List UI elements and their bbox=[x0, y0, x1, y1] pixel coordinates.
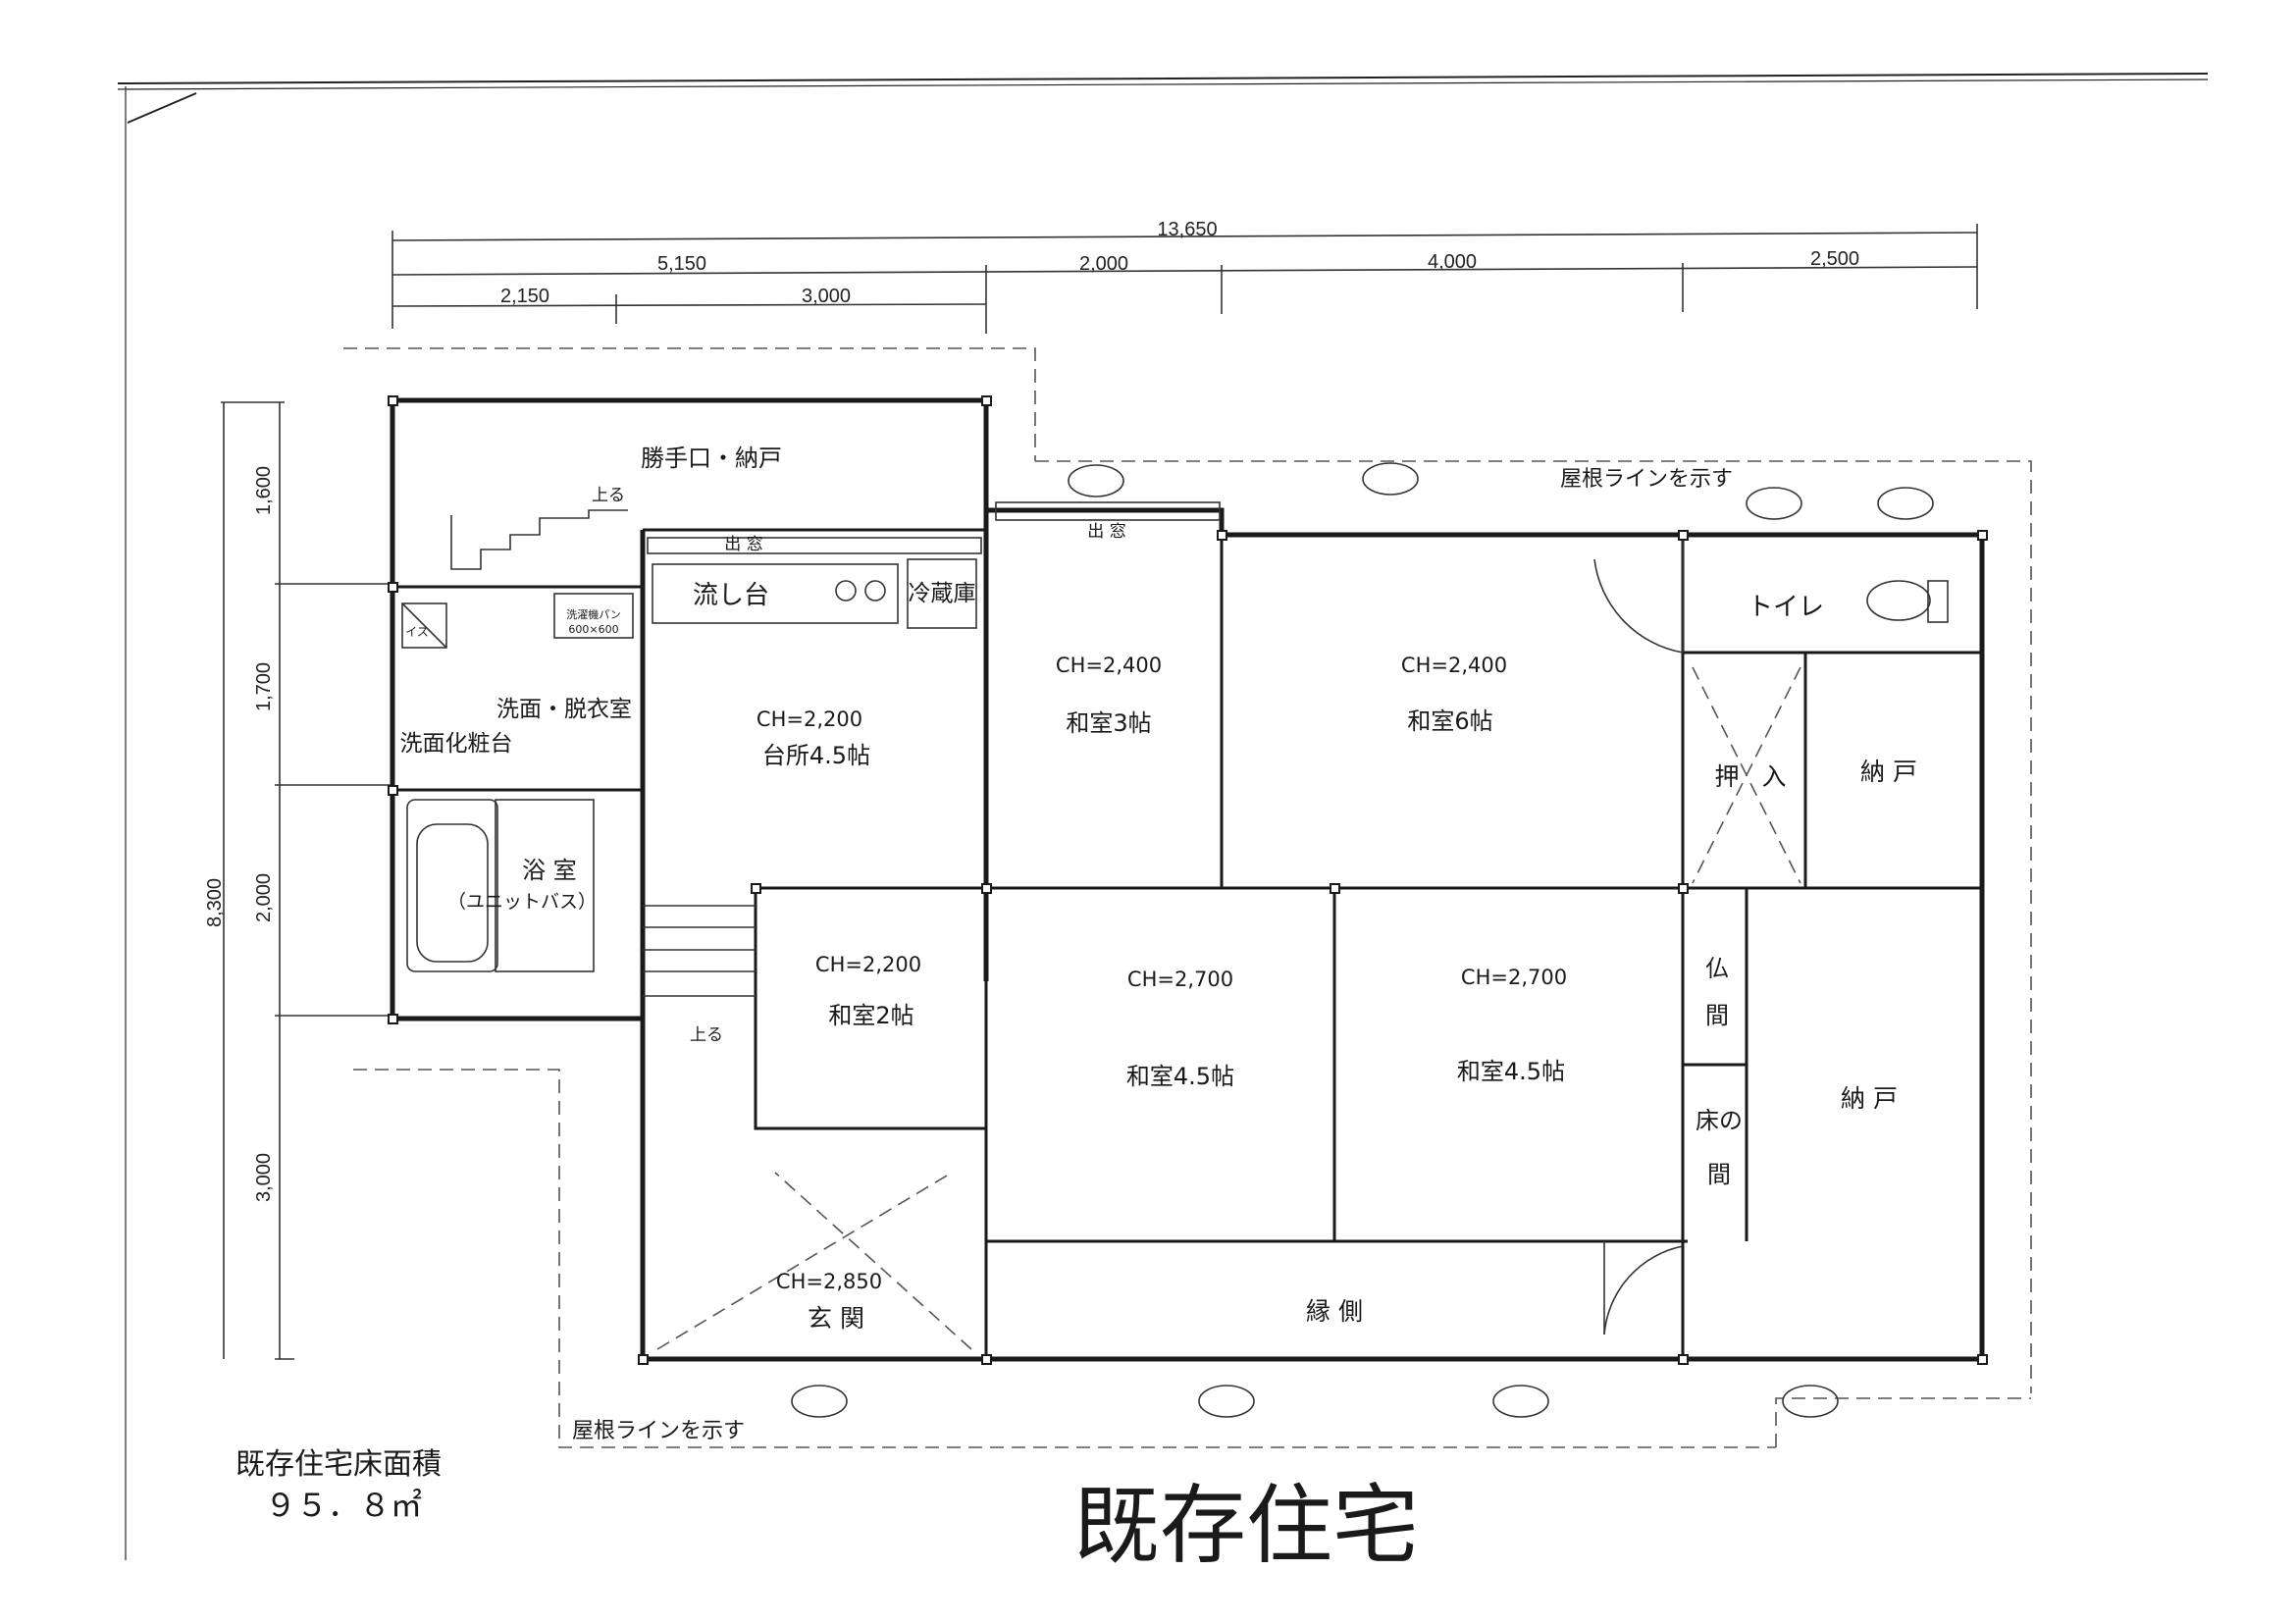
posts bbox=[388, 395, 1988, 1365]
room-washitsu45-right: 和室4.5帖 bbox=[1457, 1058, 1565, 1085]
floor-area-value: ９５．８㎡ bbox=[265, 1487, 422, 1524]
floor-area-label: 既存住宅床面積 bbox=[235, 1447, 442, 1482]
ch-genkan: CH=2,850 bbox=[776, 1270, 882, 1293]
left-dimensions: 8,300 1,600 1,700 2,000 3,000 bbox=[204, 401, 392, 1360]
room-yokushitsu: 浴 室 bbox=[522, 857, 577, 884]
label-isu: イス bbox=[405, 625, 429, 639]
doors bbox=[1593, 540, 1684, 1335]
dim-top-total: 13,650 bbox=[1157, 219, 1217, 240]
top-dimensions: 13,650 5,150 2,000 4,000 2,500 2,150 3,0… bbox=[391, 219, 1978, 334]
marker-oval bbox=[791, 1385, 848, 1418]
stove-burner-icon bbox=[835, 580, 857, 602]
page-frame bbox=[117, 73, 2209, 1560]
label-senmen-keshodai: 洗面化粧台 bbox=[400, 731, 513, 757]
dim-top-c: 4,000 bbox=[1428, 251, 1477, 273]
marker-oval bbox=[1877, 487, 1934, 520]
chair-box bbox=[401, 602, 447, 649]
toilet-icon bbox=[1866, 580, 1931, 621]
dim-top-f: 3,000 bbox=[802, 286, 851, 307]
room-washitsu2: 和室2帖 bbox=[828, 1002, 913, 1029]
ch-washitsu6: CH=2,400 bbox=[1401, 654, 1507, 677]
label-demado-washitsu: 出 窓 bbox=[1087, 522, 1125, 542]
roof-lines: 屋根ラインを示す 屋根ラインを示す bbox=[343, 347, 2032, 1448]
room-nando-lower: 納 戸 bbox=[1841, 1084, 1898, 1113]
marker-oval bbox=[1068, 464, 1124, 497]
room-butsuma-1: 仏 bbox=[1705, 955, 1729, 982]
ch-washitsu45-right: CH=2,700 bbox=[1461, 966, 1567, 989]
roof-line-label-bottom: 屋根ラインを示す bbox=[572, 1419, 745, 1443]
hatch-marks bbox=[656, 666, 1801, 1350]
marker-oval bbox=[1492, 1385, 1549, 1418]
title-block: 既存住宅床面積 ９５．８㎡ 既存住宅 bbox=[235, 1447, 1419, 1576]
bath-fixtures bbox=[401, 593, 634, 972]
elevation-markers bbox=[791, 462, 1934, 1418]
room-labels: 勝手口・納戸 上る 出 窓 出 窓 流し台 冷蔵庫 洗濯機パン 600×600 … bbox=[400, 445, 1917, 1333]
room-washitsu3: 和室3帖 bbox=[1066, 709, 1151, 737]
walls bbox=[390, 397, 1985, 1362]
label-demado-kitchen: 出 窓 bbox=[724, 535, 762, 554]
dim-left-b: 1,700 bbox=[253, 662, 275, 711]
room-daidokoro: 台所4.5帖 bbox=[762, 742, 870, 769]
page-title: 既存住宅 bbox=[1073, 1475, 1419, 1576]
room-nando-upper: 納 戸 bbox=[1860, 758, 1917, 786]
dim-top-b: 2,000 bbox=[1079, 253, 1128, 275]
room-tokonoma-1: 床の bbox=[1696, 1107, 1743, 1134]
label-reizoko: 冷蔵庫 bbox=[909, 581, 976, 606]
dim-left-a: 1,600 bbox=[253, 466, 275, 515]
dim-left-c: 2,000 bbox=[253, 873, 275, 922]
room-katteguchi: 勝手口・納戸 bbox=[641, 445, 782, 472]
dim-top-a: 5,150 bbox=[657, 253, 706, 275]
refrigerator-box bbox=[907, 558, 977, 629]
room-genkan: 玄 関 bbox=[808, 1304, 864, 1333]
marker-oval bbox=[1198, 1385, 1255, 1418]
marker-oval bbox=[1782, 1385, 1839, 1418]
dim-left-d: 3,000 bbox=[253, 1153, 275, 1202]
roof-line-label-top: 屋根ラインを示す bbox=[1560, 467, 1733, 492]
room-oshiire-1: 押 bbox=[1714, 762, 1739, 791]
room-yokushitsu-sub: （ユニットバス） bbox=[447, 891, 597, 913]
room-senmen: 洗面・脱衣室 bbox=[496, 697, 632, 722]
dim-top-d: 2,500 bbox=[1810, 248, 1859, 270]
marker-oval bbox=[1362, 462, 1419, 496]
kitchen-fixtures bbox=[652, 558, 977, 629]
ch-washitsu45-left: CH=2,700 bbox=[1127, 968, 1233, 991]
room-engawa: 縁 側 bbox=[1306, 1297, 1363, 1326]
ch-daidokoro: CH=2,200 bbox=[757, 707, 862, 731]
toilet-fixture bbox=[1866, 580, 1949, 623]
label-agaru-top: 上る bbox=[592, 486, 625, 505]
dim-top-e: 2,150 bbox=[500, 286, 549, 307]
label-sentakuki: 洗濯機パン bbox=[566, 607, 621, 621]
marker-oval bbox=[1746, 487, 1802, 520]
room-washitsu6: 和室6帖 bbox=[1407, 707, 1492, 735]
sink-counter bbox=[652, 563, 899, 624]
label-agaru-bottom: 上る bbox=[690, 1025, 723, 1045]
stove-burner-icon bbox=[864, 580, 886, 602]
ch-washitsu2: CH=2,200 bbox=[815, 953, 921, 976]
washing-machine-pan bbox=[553, 593, 634, 639]
bathtub-icon bbox=[416, 823, 489, 963]
label-nagashidai: 流し台 bbox=[693, 581, 769, 610]
ch-washitsu3: CH=2,400 bbox=[1056, 654, 1162, 677]
room-tokonoma-2: 間 bbox=[1707, 1161, 1731, 1188]
dim-left-total: 8,300 bbox=[204, 878, 226, 927]
room-oshiire-2: 入 bbox=[1761, 762, 1786, 791]
label-sentakuki-size: 600×600 bbox=[568, 623, 618, 636]
room-washitsu45-left: 和室4.5帖 bbox=[1126, 1063, 1234, 1090]
room-butsuma-2: 間 bbox=[1705, 1002, 1729, 1029]
room-toilet: トイレ bbox=[1748, 593, 1824, 622]
